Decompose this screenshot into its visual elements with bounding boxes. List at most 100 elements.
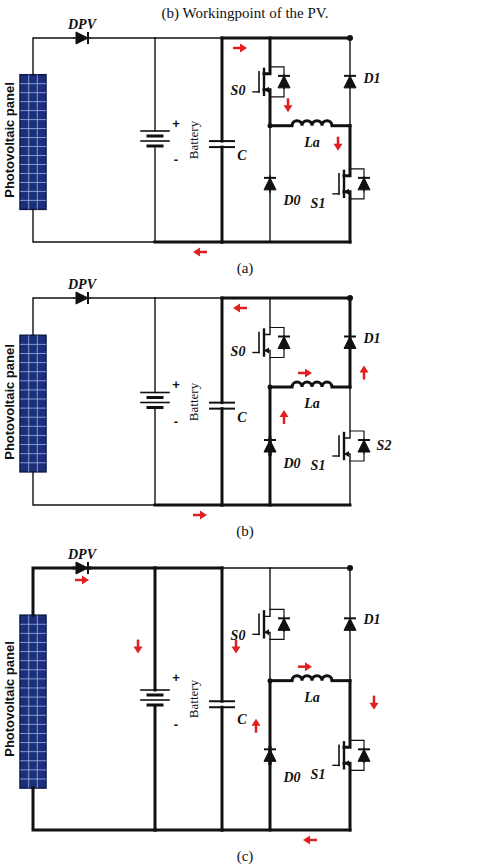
wire [155, 37, 222, 38]
polarity-sign: + [172, 117, 180, 131]
diode-bar [344, 617, 356, 619]
pv-panel [20, 75, 46, 210]
wire [148, 707, 162, 708]
current-arrowhead [303, 836, 310, 845]
diode-symbol [264, 440, 276, 452]
wire [253, 91, 259, 92]
wire [332, 386, 350, 389]
channel-arrow [264, 348, 269, 354]
diode-bar [358, 439, 370, 441]
component-label: C [237, 410, 246, 425]
junction-dot [347, 295, 353, 301]
wire [210, 706, 234, 708]
wire [343, 742, 345, 768]
component-label: DPV [68, 17, 96, 32]
wire [269, 763, 272, 830]
wire [263, 69, 265, 95]
wire [90, 567, 155, 570]
channel-arrow [344, 451, 349, 457]
wire [210, 402, 234, 404]
channel-arrow [344, 760, 349, 766]
diode-symbol [344, 76, 356, 88]
wire [263, 330, 265, 356]
component-label: La [304, 135, 320, 150]
pv-panel [20, 335, 46, 472]
wire [258, 333, 260, 353]
wire [222, 297, 350, 300]
wire [155, 829, 222, 832]
pv-panel [20, 615, 46, 788]
wire [210, 140, 234, 142]
polarity-sign: - [174, 415, 178, 429]
diode-symbol [358, 749, 370, 761]
wire [221, 147, 224, 242]
panel-label: Photovoltaic panel [3, 82, 17, 198]
junction-dot [347, 35, 353, 41]
current-arrowhead [334, 144, 343, 151]
wire [141, 392, 169, 394]
current-arrowhead [284, 105, 293, 112]
wire [344, 387, 350, 438]
diode-bar [278, 75, 290, 77]
battery-label: Battery [187, 680, 201, 718]
wire [222, 504, 350, 507]
inductor-symbol [292, 382, 332, 387]
battery-label: Battery [187, 121, 201, 159]
wire [148, 704, 162, 707]
polarity-sign: + [172, 671, 180, 685]
wire [258, 72, 260, 92]
wire [154, 410, 155, 506]
component-label: La [304, 396, 320, 411]
current-arrowhead [200, 511, 207, 520]
component-label: S2 [377, 438, 392, 453]
wire [221, 298, 224, 403]
polarity-sign: - [174, 718, 178, 732]
component-label: La [304, 690, 320, 705]
wire [155, 567, 222, 570]
component-label: S0 [231, 344, 246, 359]
wire [33, 472, 155, 505]
wire [338, 174, 340, 194]
component-label: S1 [311, 458, 326, 473]
diode-bar [278, 617, 290, 619]
wire [221, 38, 224, 141]
current-arrowhead [193, 248, 200, 257]
wire [344, 454, 350, 505]
panel-caption: (c) [237, 848, 254, 865]
wire [269, 454, 272, 505]
polarity-sign: + [172, 378, 180, 392]
polarity-sign: - [174, 153, 178, 167]
wire [148, 135, 162, 138]
diode-symbol [264, 749, 276, 761]
wire [141, 402, 169, 404]
wire [333, 193, 339, 194]
diode-bar [87, 32, 89, 44]
diode-symbol [76, 562, 88, 574]
component-label: C [237, 149, 246, 164]
component-label: S1 [311, 768, 326, 783]
wire [154, 707, 157, 830]
wire [154, 568, 157, 690]
panel-label: Photovoltaic panel [3, 641, 17, 757]
wire [90, 297, 155, 298]
wire [155, 504, 222, 507]
wire [210, 146, 234, 148]
wire [222, 567, 350, 568]
component-label: D0 [283, 770, 300, 785]
wire [148, 145, 162, 148]
panel-caption: (a) [237, 260, 254, 277]
wire [33, 298, 74, 335]
pv-cells [20, 335, 46, 472]
circuit-panel [20, 562, 379, 845]
diode-symbol [278, 76, 290, 88]
current-arrowhead [134, 647, 143, 654]
wire [155, 241, 222, 244]
inductor-symbol [292, 121, 332, 126]
current-arrowhead [360, 366, 369, 373]
wire [141, 130, 169, 132]
circuit-panel [20, 292, 370, 520]
current-arrowhead [305, 369, 312, 378]
current-arrowhead [305, 662, 312, 671]
component-label: D1 [363, 71, 380, 86]
current-arrowhead [252, 719, 261, 726]
